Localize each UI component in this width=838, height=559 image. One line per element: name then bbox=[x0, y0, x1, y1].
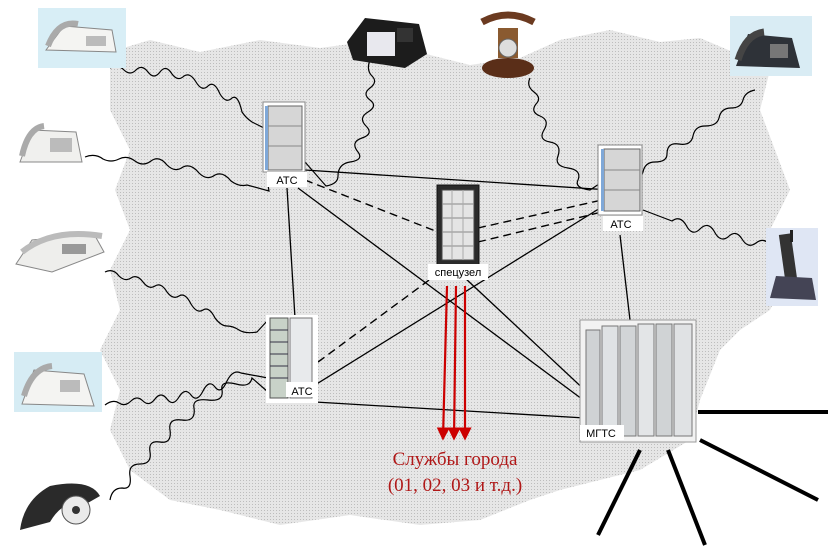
link-ats-top-city bbox=[297, 187, 591, 406]
city-exchange-node: МГТС bbox=[579, 319, 697, 443]
desk-phone-icon bbox=[15, 231, 105, 273]
wire-phone-5 bbox=[109, 376, 269, 501]
wire-phone-3 bbox=[104, 270, 269, 334]
dashed-ats-top-special bbox=[304, 179, 439, 233]
ats-right-label: АТС bbox=[610, 219, 631, 231]
trunk-lines bbox=[286, 169, 631, 419]
wire-phone-7 bbox=[528, 77, 606, 191]
wire-phone-4 bbox=[104, 371, 269, 406]
special-links bbox=[304, 179, 603, 363]
wire-phone-9 bbox=[642, 209, 771, 246]
desk-phone-icon bbox=[730, 16, 812, 76]
keypad-phone-icon bbox=[347, 18, 427, 68]
special-label: спецузел bbox=[435, 267, 481, 279]
ats-right-node: АТС bbox=[597, 144, 643, 231]
wire-phone-2 bbox=[84, 154, 270, 192]
ats-bottom-label: АТС bbox=[291, 386, 312, 398]
city-label: МГТС bbox=[586, 428, 616, 440]
ats-top-label: АТС bbox=[276, 175, 297, 187]
retro-phone-icon bbox=[480, 11, 536, 78]
wire-phone-1 bbox=[109, 65, 269, 131]
link-ats-top-ats-bottom bbox=[286, 187, 296, 319]
city-services-numbers: (01, 02, 03 и т.д.) bbox=[388, 475, 522, 496]
rotary-phone-icon bbox=[20, 483, 100, 530]
link-ats-right-ats-bottom bbox=[314, 204, 606, 386]
link-ats-top-ats-right bbox=[304, 169, 611, 191]
desk-phone-icon bbox=[19, 123, 83, 163]
special-node: спецузел bbox=[428, 184, 488, 280]
wire-phone-6 bbox=[304, 59, 376, 187]
desk-phone-icon bbox=[14, 352, 102, 412]
dashed-special-ats-right bbox=[477, 199, 603, 229]
dashed-special-ats-right-2 bbox=[477, 211, 603, 243]
emergency-arrows bbox=[436, 285, 472, 441]
city-outgoing-lines bbox=[596, 410, 828, 546]
cordless-phone-icon bbox=[766, 228, 818, 306]
city-services-title: Службы города bbox=[393, 449, 518, 470]
link-special-city bbox=[464, 277, 591, 396]
ats-top-node: АТС bbox=[262, 101, 307, 187]
link-ats-right-city bbox=[619, 234, 631, 321]
wire-phone-8 bbox=[639, 89, 756, 181]
ats-bottom-node: АТС bbox=[266, 315, 318, 403]
link-ats-bottom-city bbox=[314, 401, 586, 419]
phone-wires bbox=[84, 59, 771, 501]
desk-phone-icon bbox=[38, 8, 126, 68]
